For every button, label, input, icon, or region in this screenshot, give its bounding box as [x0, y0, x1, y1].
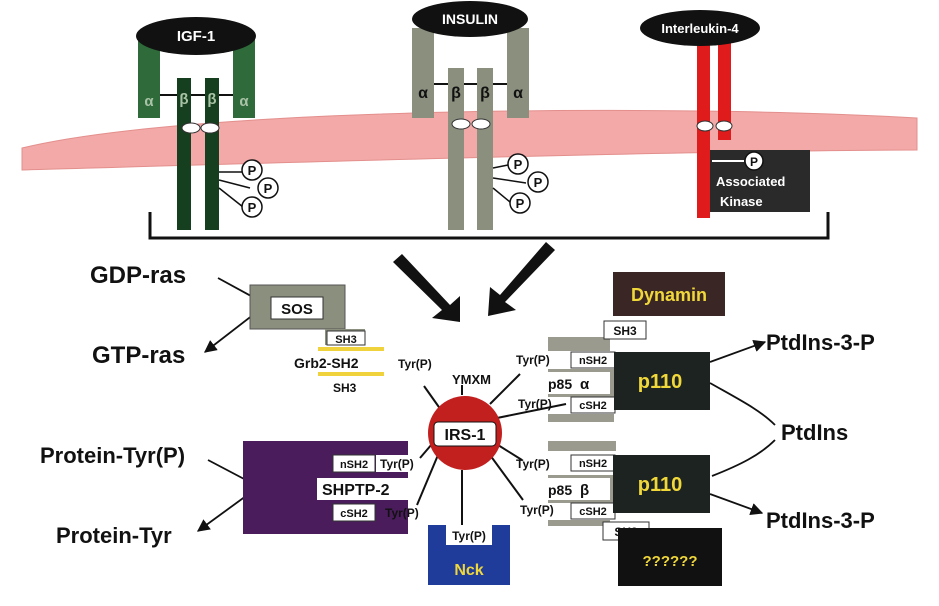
protein-tyr-p-label: Protein-Tyr(P) — [40, 443, 185, 468]
shptp2-nsh2: nSH2 — [340, 459, 368, 471]
igf1-beta-left: β — [179, 91, 188, 108]
p85b-csh2: cSH2 — [579, 506, 607, 518]
igf1-receptor: IGF-1 α α β β P P P — [136, 17, 279, 230]
associated-kinase-label-2: Kinase — [720, 194, 763, 209]
shptp2-label: SHPTP-2 — [322, 482, 390, 499]
unknown-box — [618, 528, 722, 586]
dynamin-box — [613, 272, 725, 316]
dynamin-label: Dynamin — [631, 285, 707, 305]
grb2-sh3-upper: SH3 — [335, 334, 356, 346]
igf1-label: IGF-1 — [177, 28, 215, 45]
p85a-csh2: cSH2 — [579, 400, 607, 412]
pi3k-beta-module: Tyr(P) nSH2 p85 β Tyr(P) cSH2 p110 SH3 ?… — [516, 441, 875, 586]
p85a-nsh2: nSH2 — [579, 355, 607, 367]
gdp-ras-label: GDP-ras — [90, 262, 186, 289]
grb2-sh2-label: Grb2-SH2 — [294, 355, 359, 371]
grb2-sh3-lower: SH3 — [333, 381, 357, 395]
ptdins-connector — [709, 382, 776, 477]
unknown-label: ?????? — [643, 553, 698, 570]
ptdins3p-bottom-label: PtdIns-3-P — [766, 508, 875, 533]
p85a-tyr-1: Tyr(P) — [516, 353, 550, 367]
insulin-alpha-left: α — [418, 85, 428, 102]
grb2-box — [282, 352, 400, 372]
p85a-tyr-2: Tyr(P) — [518, 397, 552, 411]
pi3k-alpha-module: Dynamin SH3 Tyr(P) nSH2 p85 α Tyr(P) cSH… — [516, 272, 875, 422]
p110-top-box — [614, 352, 710, 410]
nck-tyr-label: Tyr(P) — [452, 529, 486, 543]
ras-sos-grb2-module: GDP-ras GTP-ras SOS SH3 Grb2-SH2 Tyr(P) … — [90, 262, 432, 395]
p110-bottom-box — [613, 455, 710, 513]
insulin-phospho-1: P — [514, 157, 523, 172]
receptor-bracket — [148, 212, 830, 240]
shptp2-csh2: cSH2 — [340, 508, 368, 520]
p85b-tyr-2: Tyr(P) — [520, 503, 554, 517]
protein-tyr-label: Protein-Tyr — [56, 523, 172, 548]
p110-top-label: p110 — [638, 371, 682, 393]
shptp2-module: Protein-Tyr(P) Protein-Tyr nSH2 Tyr(P) S… — [40, 441, 428, 548]
igf1-alpha-right: α — [239, 93, 249, 110]
igf1-phospho-3: P — [248, 200, 257, 215]
igf1-alpha-left: α — [144, 93, 154, 110]
insulin-alpha-right: α — [513, 85, 523, 102]
converging-arrows — [393, 242, 555, 322]
shptp2-tyr-1: Tyr(P) — [380, 457, 414, 471]
p85b-label: p85 — [548, 482, 572, 498]
ptdins3p-top-label: PtdIns-3-P — [766, 330, 875, 355]
igf1-beta-right: β — [207, 91, 216, 108]
igf1-phospho-2: P — [264, 181, 273, 196]
insulin-phospho-2: P — [534, 175, 543, 190]
associated-kinase-label-1: Associated — [716, 174, 785, 189]
shptp2-tyr-2: Tyr(P) — [385, 506, 419, 520]
insulin-phospho-3: P — [516, 196, 525, 211]
p85a-label: p85 — [548, 376, 572, 392]
ptdins-label: PtdIns — [781, 420, 848, 445]
p85b-greek: β — [580, 482, 589, 499]
il4-label: Interleukin-4 — [661, 21, 739, 36]
p85b-tyr-1: Tyr(P) — [516, 457, 550, 471]
irs1-hub: IRS-1 YMXM — [416, 372, 567, 530]
insulin-beta-left: β — [451, 85, 461, 102]
insulin-ligand — [412, 1, 528, 37]
insulin-receptor: INSULIN α α β β P P P — [412, 1, 549, 230]
p85a-sh3: SH3 — [613, 324, 637, 338]
grb2-tyr-label: Tyr(P) — [398, 357, 432, 371]
irs1-label: IRS-1 — [445, 427, 486, 444]
il4-receptor: Interleukin-4 P Associated Kinase — [640, 10, 810, 218]
ymxm-label: YMXM — [452, 372, 491, 387]
sos-label: SOS — [281, 301, 313, 318]
igf1-ligand — [136, 17, 256, 55]
insulin-beta-right: β — [480, 85, 490, 102]
nck-label: Nck — [454, 562, 483, 579]
insulin-label: INSULIN — [442, 11, 498, 27]
nck-module: Tyr(P) Nck — [428, 525, 510, 585]
igf1-phospho-1: P — [248, 163, 257, 178]
il4-phospho: P — [750, 155, 758, 169]
gtp-ras-label: GTP-ras — [92, 342, 185, 369]
p110-bottom-label: p110 — [638, 474, 682, 496]
il4-ligand — [640, 10, 760, 46]
p85b-nsh2: nSH2 — [579, 458, 607, 470]
p85a-greek: α — [580, 376, 590, 393]
